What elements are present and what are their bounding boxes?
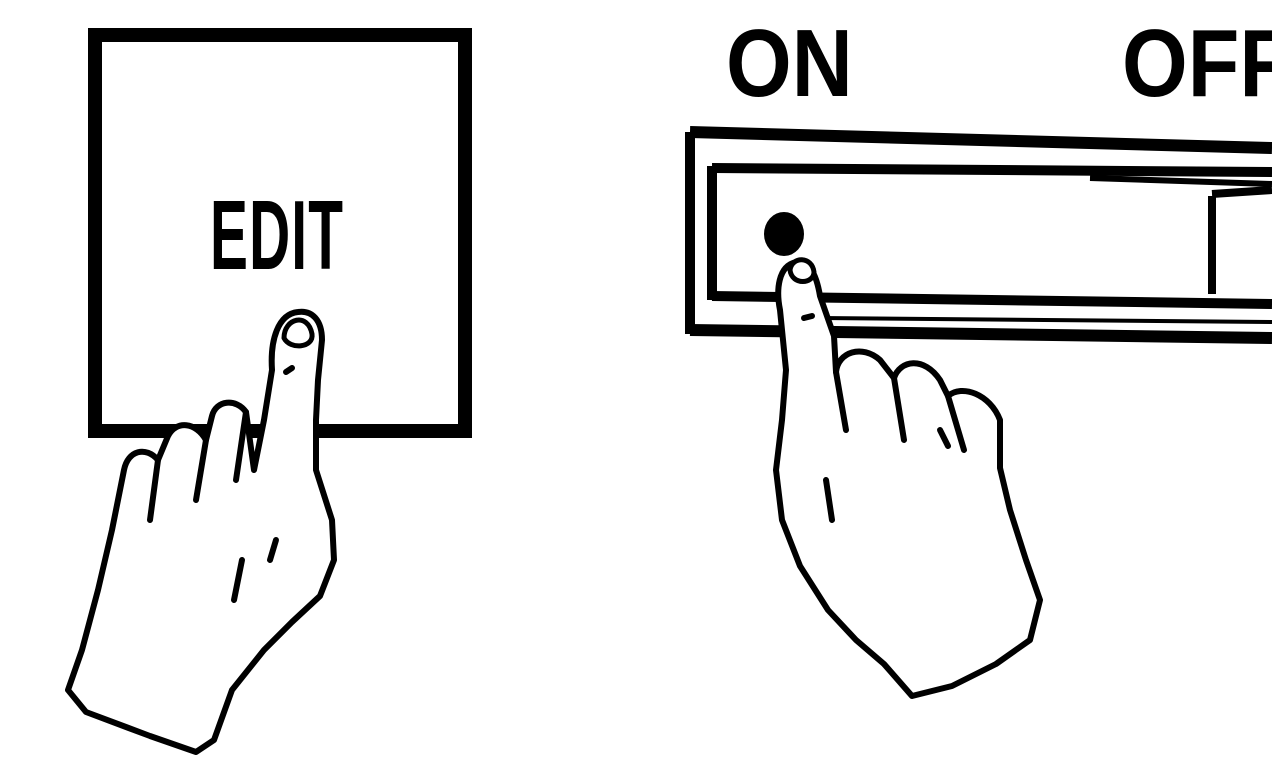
switch-on-label: ON bbox=[726, 10, 853, 117]
hand-sliding-icon bbox=[773, 257, 1043, 699]
switch-off-label: OFF bbox=[1122, 10, 1272, 117]
hand-pressing-icon bbox=[65, 308, 337, 755]
switch-knob-icon bbox=[764, 212, 804, 256]
